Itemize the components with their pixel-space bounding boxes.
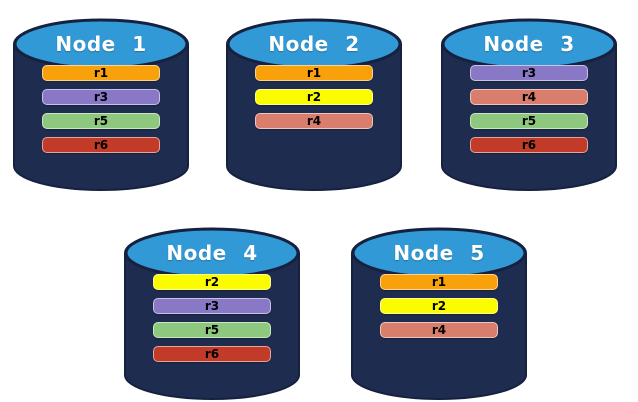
replica-bar-r6: r6 <box>42 137 160 153</box>
replica-bar-r4: r4 <box>380 322 498 338</box>
replica-bar-r6: r6 <box>153 346 271 362</box>
replica-bar-r5: r5 <box>42 113 160 129</box>
replica-bar-r1: r1 <box>255 65 373 81</box>
db-node-4: Node 4 r2 r3 r5 r6 <box>122 218 302 400</box>
replica-bar-r5: r5 <box>470 113 588 129</box>
replica-bar-r4: r4 <box>470 89 588 105</box>
node-title: Node 4 <box>166 241 258 265</box>
replica-list: r1 r2 r4 <box>380 274 498 338</box>
node-title: Node 2 <box>268 32 360 56</box>
db-node-2: Node 2 r1 r2 r4 <box>224 9 404 191</box>
replica-bar-r2: r2 <box>380 298 498 314</box>
replica-bar-r1: r1 <box>380 274 498 290</box>
replica-bar-r6: r6 <box>470 137 588 153</box>
replica-list: r1 r3 r5 r6 <box>42 65 160 153</box>
db-node-1: Node 1 r1 r3 r5 r6 <box>11 9 191 191</box>
replica-list: r3 r4 r5 r6 <box>470 65 588 153</box>
replica-bar-r3: r3 <box>470 65 588 81</box>
database-cylinder-icon <box>351 227 527 400</box>
replica-bar-r5: r5 <box>153 322 271 338</box>
replica-list: r1 r2 r4 <box>255 65 373 129</box>
replica-bar-r2: r2 <box>153 274 271 290</box>
replica-bar-r4: r4 <box>255 113 373 129</box>
replica-bar-r3: r3 <box>153 298 271 314</box>
replica-bar-r1: r1 <box>42 65 160 81</box>
replica-list: r2 r3 r5 r6 <box>153 274 271 362</box>
node-title: Node 1 <box>55 32 147 56</box>
node-title: Node 5 <box>393 241 485 265</box>
node-title: Node 3 <box>483 32 575 56</box>
db-node-3: Node 3 r3 r4 r5 r6 <box>439 9 619 191</box>
db-node-5: Node 5 r1 r2 r4 <box>349 218 529 400</box>
replica-bar-r2: r2 <box>255 89 373 105</box>
replica-bar-r3: r3 <box>42 89 160 105</box>
